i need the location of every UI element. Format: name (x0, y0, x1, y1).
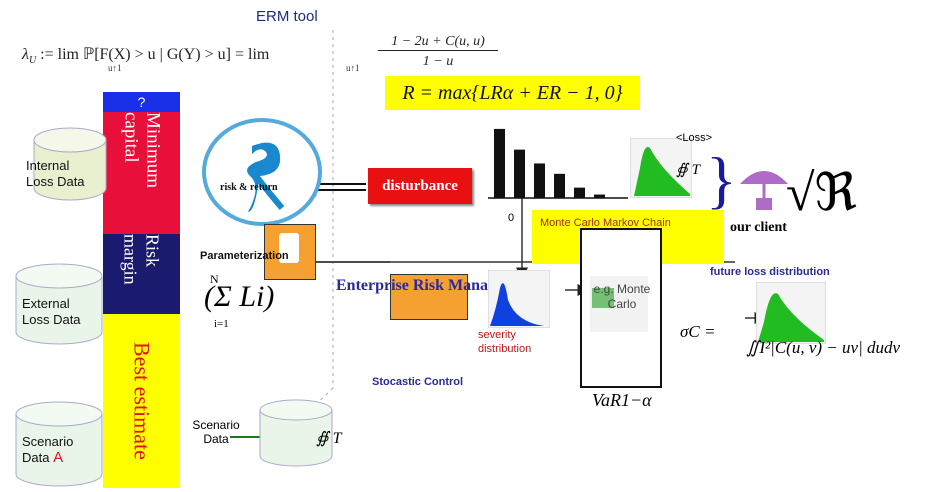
capital-risk-margin: Risk margin (103, 234, 180, 314)
external-db-cylinder (15, 263, 103, 345)
sum-expression: (Σ Li) (204, 280, 275, 313)
lambda-formula: λU := lim ℙ[F(X) > u | G(Y) > u] = lim (22, 44, 269, 66)
loss-distribution-plot (630, 138, 692, 198)
chart-bar (494, 128, 505, 198)
stochastic-label: Stocastic Control (372, 376, 464, 388)
capital-risk-label: Risk margin (120, 234, 163, 285)
external-loss-label: External Loss Data (22, 296, 81, 327)
severity-distribution-plot (488, 270, 550, 328)
var-label: VaR1−α (592, 390, 652, 410)
sum-top: N (210, 272, 219, 286)
client-umbrella-icon (740, 171, 788, 210)
montecarlo-green-blob (592, 288, 614, 308)
copula-symbol-scenario: ∯ T (316, 430, 342, 447)
loss-label: <Loss> (676, 132, 713, 144)
lambda-sub: U (28, 55, 37, 67)
internal-loss-label: Internal Loss Data (26, 158, 85, 189)
curly-brace: } (706, 144, 737, 215)
capital-best-estimate: Best estimate (103, 314, 180, 488)
parameterization-block (264, 224, 316, 280)
erm-block (390, 274, 468, 320)
copula-symbol-loss: ∯ T (676, 162, 700, 178)
loss-bar-chart (488, 128, 628, 199)
capital-minimum-label: Minimum capital (120, 112, 164, 189)
lim-sub-1: u↑1 (108, 63, 122, 73)
scenario-a-letter: A (53, 449, 64, 466)
integral-formula: ∬I²|C(u, v) − uv| dudv (746, 338, 901, 357)
capital-minimum: Minimum capital (103, 112, 180, 234)
sigma-label: σC = (680, 322, 716, 341)
scenario-data-text: Scenario Data (22, 434, 74, 465)
lambda-def: := lim ℙ[F(X) > u | G(Y) > u] = lim (40, 46, 270, 63)
lim-sub-2: u↑1 (346, 63, 360, 73)
page-title: ERM tool (256, 8, 318, 25)
chart-bar (534, 163, 545, 198)
fraction-denominator: 1 − u (422, 54, 454, 69)
future-label: future loss distribution (710, 266, 830, 278)
mcmc-label: Monte Carlo Markov Chain (540, 217, 671, 229)
chart-bar (594, 194, 605, 198)
chart-bar (514, 149, 525, 198)
risk-return-label: risk & return (220, 182, 278, 193)
disturbance-box: disturbance (368, 168, 472, 204)
capital-best-label: Best estimate (129, 342, 155, 460)
lambda-lhs: λ (22, 46, 29, 63)
chart-bar (574, 187, 585, 198)
sqrt-symbol: √ℜ (786, 165, 857, 222)
severity-label: severity distribution (478, 329, 532, 355)
scenario-small-cylinder (259, 399, 333, 467)
our-client-label: our client (730, 220, 787, 235)
capital-unknown: ? (103, 92, 180, 112)
internal-db-cylinder (33, 127, 107, 201)
chart-zero-label: 0 (508, 212, 515, 224)
scenario-db-cylinder (15, 401, 103, 487)
chart-bar (554, 173, 565, 198)
scenario-data-label: Scenario Data A (22, 434, 92, 466)
erm-label: Enterprise Risk Management (336, 277, 538, 294)
future-distribution-plot (756, 282, 826, 344)
fraction-numerator: 1 − 2u + C(u, u) (378, 34, 498, 51)
double-arrow-shaft (312, 183, 366, 191)
r-formula-box: R = max{LRα + ER − 1, 0} (385, 76, 640, 110)
risk-return-logo (202, 118, 322, 226)
scenario-small-label: Scenario Data (192, 418, 240, 446)
montecarlo-box: e.g. Monte Carlo (580, 228, 662, 388)
p-icon (279, 233, 299, 263)
parameterization-label: Parameterization (200, 250, 289, 262)
montecarlo-label: e.g. Monte Carlo (593, 282, 651, 311)
sum-bottom: i=1 (214, 318, 229, 330)
stochastic-pointer (309, 387, 334, 411)
